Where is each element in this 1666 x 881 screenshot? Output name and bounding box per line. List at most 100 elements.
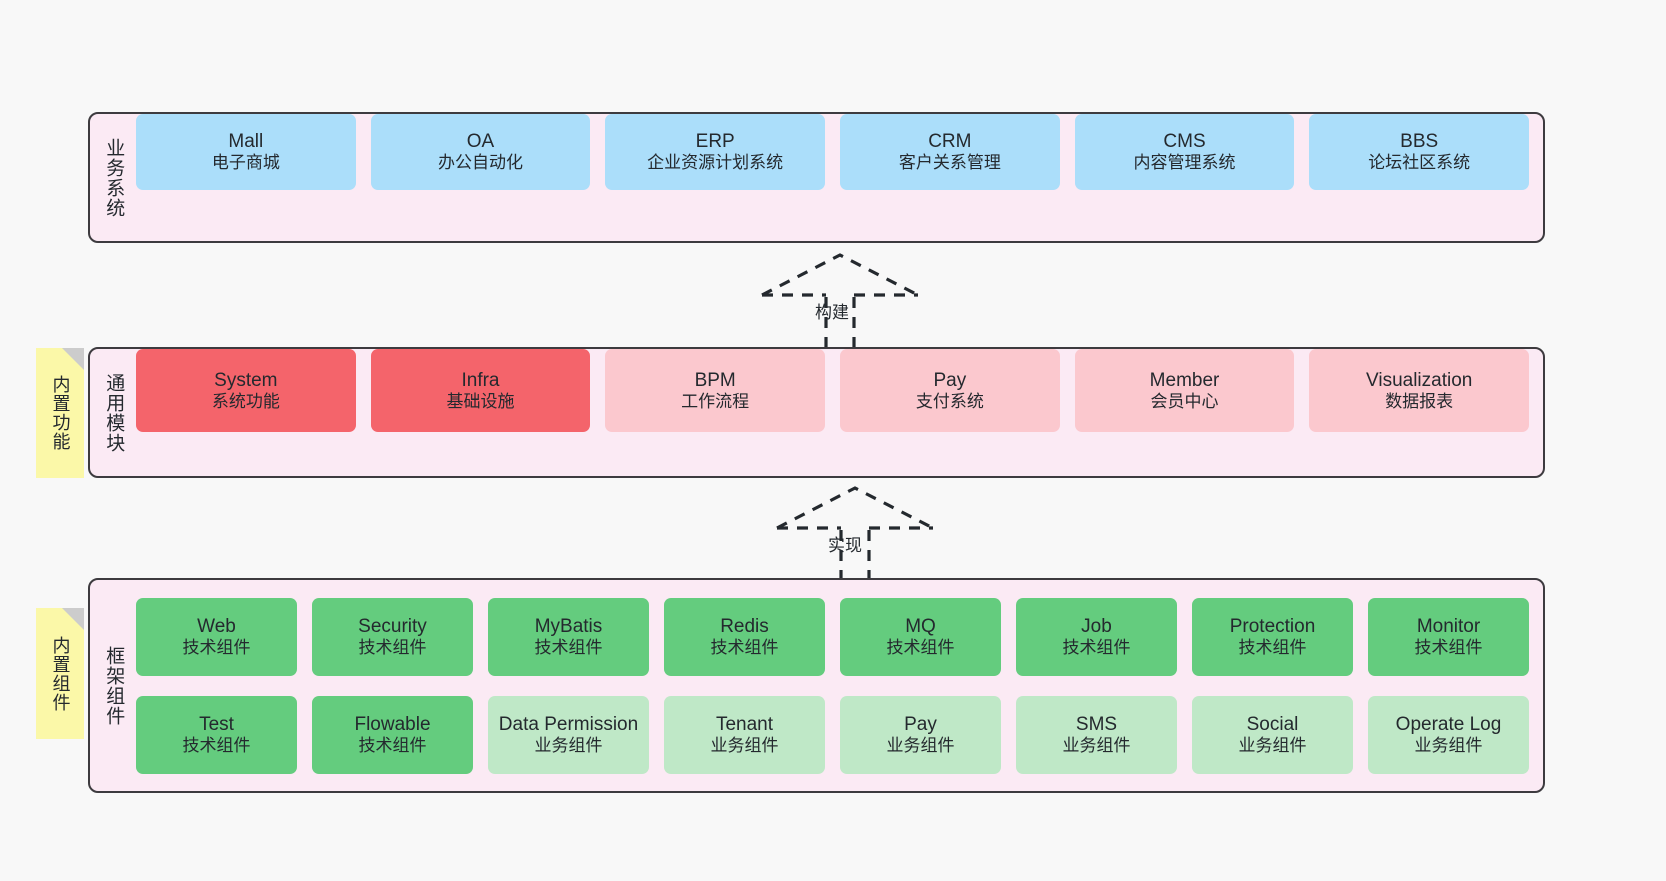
node-subtitle: 技术组件 <box>534 637 603 657</box>
node-title: Job <box>1081 615 1112 637</box>
sticky-note-label: 内置组件 <box>50 635 71 712</box>
node-subtitle: 系统功能 <box>211 391 280 411</box>
node-mybatis[interactable]: MyBatis 技术组件 <box>488 597 649 676</box>
node-bpm[interactable]: BPM 工作流程 <box>605 349 826 432</box>
layer-title-framework: 框架组件 <box>103 645 125 726</box>
node-subtitle: 业务组件 <box>710 735 779 755</box>
layer-body-business: Mall 电子商城 OA 办公自动化 ERP 企业资源计划系统 CRM 客户关系… <box>136 114 1543 190</box>
sticky-fold-corner-icon <box>62 608 84 630</box>
dashed-generalization-arrow-icon <box>761 253 919 348</box>
node-title: Monitor <box>1416 615 1481 637</box>
node-title: Infra <box>461 369 500 391</box>
node-social[interactable]: Social 业务组件 <box>1192 695 1353 774</box>
node-job[interactable]: Job 技术组件 <box>1016 597 1177 676</box>
node-subtitle: 业务组件 <box>1414 735 1483 755</box>
node-subtitle: 基础设施 <box>446 391 515 411</box>
sticky-note-label: 内置功能 <box>50 375 71 451</box>
sticky-note-builtin-components: 内置组件 <box>36 608 84 739</box>
node-subtitle: 技术组件 <box>182 735 251 755</box>
node-subtitle: 技术组件 <box>710 637 779 657</box>
node-title: Mall <box>228 131 264 153</box>
node-redis[interactable]: Redis 技术组件 <box>664 597 825 676</box>
layer-body-common: System 系统功能 Infra 基础设施 BPM 工作流程 Pay 支付系统… <box>136 349 1543 432</box>
node-subtitle: 电子商城 <box>211 153 280 173</box>
node-title: Security <box>358 615 427 637</box>
node-infra[interactable]: Infra 基础设施 <box>370 349 591 432</box>
dashed-generalization-arrow-icon <box>776 486 934 581</box>
layer-framework-component: 框架组件 Web 技术组件 Security 技术组件 MyBatis 技术组件… <box>88 578 1545 793</box>
connector-build: 构建 <box>740 250 940 355</box>
layer-body-framework: Web 技术组件 Security 技术组件 MyBatis 技术组件 Redi… <box>136 580 1543 791</box>
node-protection[interactable]: Protection 技术组件 <box>1192 597 1353 676</box>
node-data-permission[interactable]: Data Permission 业务组件 <box>488 695 649 774</box>
connector-label-build: 构建 <box>815 303 849 322</box>
node-web[interactable]: Web 技术组件 <box>136 597 297 676</box>
node-subtitle: 企业资源计划系统 <box>647 153 784 173</box>
node-subtitle: 支付系统 <box>915 391 984 411</box>
node-cms[interactable]: CMS 内容管理系统 <box>1074 114 1295 190</box>
node-title: Flowable <box>354 713 431 735</box>
node-subtitle: 技术组件 <box>886 637 955 657</box>
node-title: OA <box>466 131 495 153</box>
node-title: CMS <box>1163 131 1206 153</box>
node-subtitle: 内容管理系统 <box>1133 153 1236 173</box>
node-subtitle: 技术组件 <box>1238 637 1307 657</box>
node-flowable[interactable]: Flowable 技术组件 <box>312 695 473 774</box>
node-subtitle: 办公自动化 <box>438 153 523 173</box>
node-title: System <box>214 369 278 391</box>
node-title: MQ <box>905 615 936 637</box>
node-row: Mall 电子商城 OA 办公自动化 ERP 企业资源计划系统 CRM 客户关系… <box>136 114 1530 190</box>
node-title: MyBatis <box>534 615 603 637</box>
node-system[interactable]: System 系统功能 <box>136 349 356 432</box>
node-title: BPM <box>694 369 736 391</box>
node-subtitle: 技术组件 <box>182 637 251 657</box>
node-member[interactable]: Member 会员中心 <box>1074 349 1295 432</box>
node-title: BBS <box>1400 131 1439 153</box>
node-title: Social <box>1246 713 1299 735</box>
node-tenant[interactable]: Tenant 业务组件 <box>664 695 825 774</box>
node-oa[interactable]: OA 办公自动化 <box>370 114 591 190</box>
sticky-fold-corner-icon <box>62 348 84 370</box>
node-mq[interactable]: MQ 技术组件 <box>840 597 1001 676</box>
node-title: CRM <box>928 131 972 153</box>
node-mall[interactable]: Mall 电子商城 <box>136 114 356 190</box>
node-row: Web 技术组件 Security 技术组件 MyBatis 技术组件 Redi… <box>136 597 1529 676</box>
node-title: Pay <box>904 713 937 735</box>
node-visualization[interactable]: Visualization 数据报表 <box>1309 349 1530 432</box>
node-title: Test <box>199 713 234 735</box>
node-sms[interactable]: SMS 业务组件 <box>1016 695 1177 774</box>
node-subtitle: 论坛社区系统 <box>1368 153 1471 173</box>
node-monitor[interactable]: Monitor 技术组件 <box>1368 597 1529 676</box>
node-title: Visualization <box>1366 369 1473 391</box>
node-subtitle: 数据报表 <box>1385 391 1454 411</box>
node-title: Redis <box>720 615 769 637</box>
node-title: Pay <box>933 369 967 391</box>
layer-title-business: 业务系统 <box>103 137 125 218</box>
node-subtitle: 技术组件 <box>1414 637 1483 657</box>
node-subtitle: 技术组件 <box>358 735 427 755</box>
node-subtitle: 工作流程 <box>681 391 750 411</box>
node-title: Tenant <box>715 713 774 735</box>
layer-common-module: 通用模块 System 系统功能 Infra 基础设施 BPM 工作流程 Pay… <box>88 347 1545 478</box>
layer-business-system: 业务系统 Mall 电子商城 OA 办公自动化 ERP 企业资源计划系统 CRM… <box>88 112 1545 243</box>
layer-title-common: 通用模块 <box>103 372 125 453</box>
node-crm[interactable]: CRM 客户关系管理 <box>840 114 1060 190</box>
node-erp[interactable]: ERP 企业资源计划系统 <box>605 114 826 190</box>
node-subtitle: 技术组件 <box>1062 637 1131 657</box>
connector-implement: 实现 <box>755 483 955 588</box>
node-pay-component[interactable]: Pay 业务组件 <box>840 695 1001 774</box>
node-title: Data Permission <box>498 713 639 735</box>
node-title: Web <box>197 615 236 637</box>
node-title: ERP <box>695 131 735 153</box>
node-operate-log[interactable]: Operate Log 业务组件 <box>1368 695 1529 774</box>
node-subtitle: 业务组件 <box>1062 735 1131 755</box>
connector-label-implement: 实现 <box>828 536 862 555</box>
node-security[interactable]: Security 技术组件 <box>312 597 473 676</box>
node-subtitle: 技术组件 <box>358 637 427 657</box>
node-bbs[interactable]: BBS 论坛社区系统 <box>1309 114 1530 190</box>
node-row: Test 技术组件 Flowable 技术组件 Data Permission … <box>136 695 1529 774</box>
node-test[interactable]: Test 技术组件 <box>136 695 297 774</box>
node-pay-module[interactable]: Pay 支付系统 <box>840 349 1060 432</box>
node-title: Member <box>1149 369 1220 391</box>
